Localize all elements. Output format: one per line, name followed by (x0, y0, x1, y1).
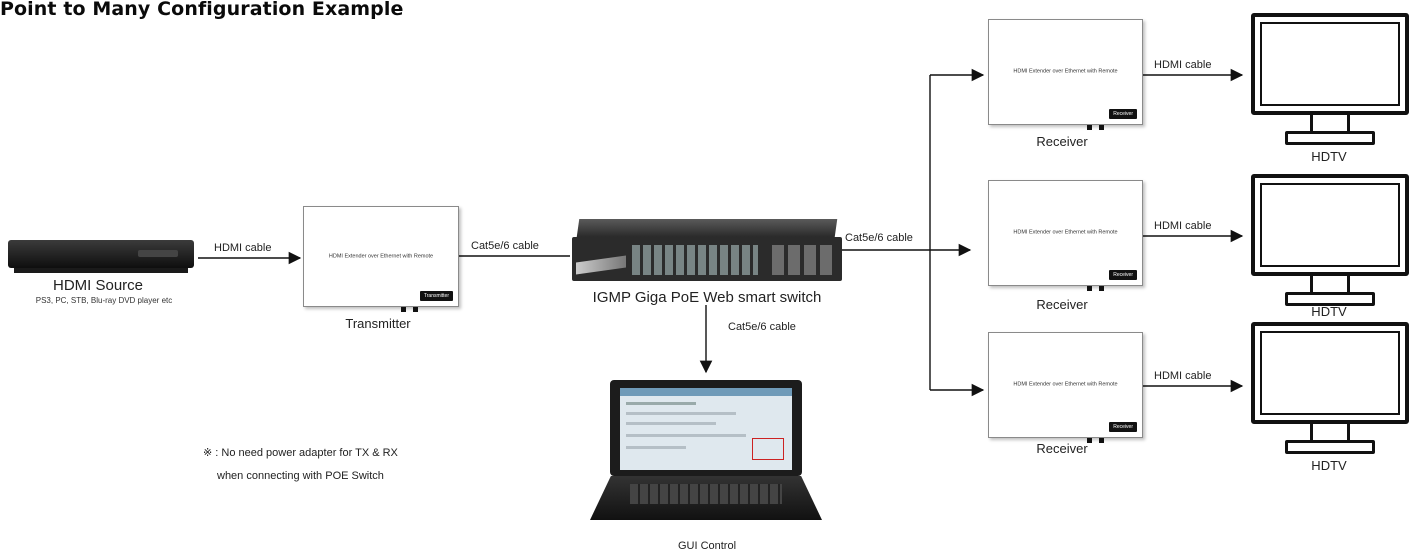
receiver-badge: Receiver (1109, 422, 1137, 432)
note-line-1: ※ : No need power adapter for TX & RX (203, 447, 398, 459)
hdtv-monitor (1251, 13, 1411, 145)
hdmi-source-label: HDMI Source (52, 277, 144, 294)
hdtv-monitor (1251, 174, 1411, 306)
gui-laptop (590, 380, 822, 530)
receiver-device: HDMI Extender over Ethernet with Remote … (988, 332, 1143, 443)
receiver-label: Receiver (1036, 441, 1088, 456)
receiver-hdmi-cable-label: HDMI cable (1154, 59, 1212, 71)
transmitter-label: Transmitter (345, 316, 411, 331)
hdtv-label: HDTV (1311, 458, 1347, 473)
cable-label-tx-switch: Cat5e/6 cable (471, 240, 539, 252)
receiver-label: Receiver (1036, 297, 1088, 312)
receiver-device-text: HDMI Extender over Ethernet with Remote (1013, 381, 1118, 388)
diagram-title: Point to Many Configuration Example (0, 0, 404, 20)
hdmi-source-device (8, 236, 194, 274)
receiver-badge: Receiver (1109, 270, 1137, 280)
receiver-device: HDMI Extender over Ethernet with Remote … (988, 180, 1143, 291)
receiver-badge: Receiver (1109, 109, 1137, 119)
gui-control-label: GUI Control (677, 540, 737, 552)
cable-label-switch-gui: Cat5e/6 cable (728, 321, 796, 333)
switch-device (572, 219, 842, 283)
note-line-2: when connecting with POE Switch (217, 470, 384, 482)
receiver-device: HDMI Extender over Ethernet with Remote … (988, 19, 1143, 130)
hdtv-monitor (1251, 322, 1411, 454)
receiver-hdmi-cable-label: HDMI cable (1154, 370, 1212, 382)
transmitter-device-text: HDMI Extender over Ethernet with Remote (328, 252, 434, 259)
receiver-label: Receiver (1036, 134, 1088, 149)
hdtv-label: HDTV (1311, 304, 1347, 319)
hdtv-label: HDTV (1311, 149, 1347, 164)
transmitter-device: HDMI Extender over Ethernet with Remote … (303, 206, 459, 312)
hdmi-source-desc: PS3, PC, STB, Blu-ray DVD player etc (35, 296, 173, 305)
receiver-hdmi-cable-label: HDMI cable (1154, 220, 1212, 232)
cable-label-hdmi-source: HDMI cable (214, 242, 272, 254)
receiver-device-text: HDMI Extender over Ethernet with Remote (1013, 229, 1118, 236)
receiver-device-text: HDMI Extender over Ethernet with Remote (1013, 68, 1118, 75)
switch-label: IGMP Giga PoE Web smart switch (592, 289, 822, 306)
cable-label-switch-rx: Cat5e/6 cable (845, 232, 913, 244)
transmitter-badge: Transmitter (419, 291, 453, 301)
